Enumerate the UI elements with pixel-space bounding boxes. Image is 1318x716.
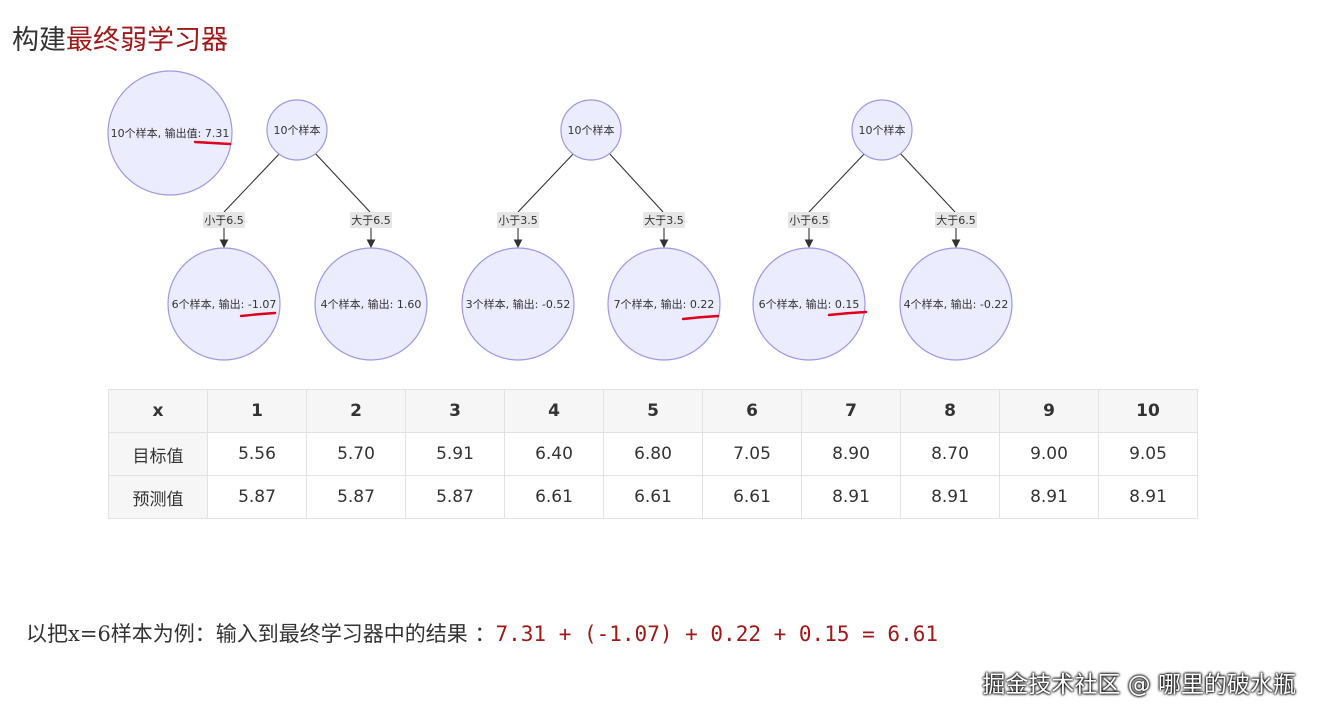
tree-3-root-label: 10个样本 xyxy=(859,123,906,137)
title-prefix: 构建 xyxy=(12,25,66,56)
table-cell: 8.91 xyxy=(900,475,1000,519)
watermark: 掘金技术社区 @ 哪里的破水瓶 xyxy=(982,672,1296,698)
table-row-label: 目标值 xyxy=(108,432,208,476)
table-header-cell: 9 xyxy=(999,389,1099,433)
formula-line: 以把x=6样本为例：输入到最终学习器中的结果 ：7.31 + (-1.07) +… xyxy=(26,618,938,648)
tree-3: 小于6.5 大于6.5 10个样本 6个样本, 输出: 0.15 4个样本, 输… xyxy=(752,99,1013,361)
tree-2-left-edge-label: 小于3.5 xyxy=(498,214,538,227)
tree-3-left-leaf-underline xyxy=(827,310,868,317)
tree-2-right-edge-label: 大于3.5 xyxy=(644,213,684,227)
table-header-cell: 5 xyxy=(603,389,703,433)
tree-2-left-leaf-label: 3个样本, 输出: -0.52 xyxy=(466,297,571,311)
table-header-cell: 7 xyxy=(801,389,901,433)
table-cell: 8.70 xyxy=(900,432,1000,476)
table-cell: 7.05 xyxy=(702,432,802,476)
tree-3-root-circle xyxy=(851,99,913,161)
tree-3-left-edge-bg xyxy=(788,212,830,228)
formula-text: 以把x=6样本为例：输入到最终学习器中的结果 ： xyxy=(26,622,496,646)
table-header-cell: 10 xyxy=(1098,389,1198,433)
table-cell: 6.40 xyxy=(504,432,604,476)
table-header-cell: 6 xyxy=(702,389,802,433)
table-cell: 8.91 xyxy=(1098,475,1198,519)
table-header-cell: 3 xyxy=(405,389,505,433)
tree-diagram: 10个样本, 输出值: 7.31 小于6.5 大于6.5 10个样本 6个样本,… xyxy=(107,70,1013,361)
table-cell: 5.87 xyxy=(405,475,505,519)
tree-2-right-line xyxy=(607,151,664,213)
tree-3-left-line xyxy=(808,151,867,213)
title-accent: 最终弱学习器 xyxy=(66,25,228,56)
tree-3-left-leaf-circle xyxy=(752,247,866,361)
table-cell: 6.61 xyxy=(504,475,604,519)
tree-3-left-leaf-label: 6个样本, 输出: 0.15 xyxy=(759,297,860,311)
table-cell: 6.61 xyxy=(603,475,703,519)
tree-2-left-line xyxy=(517,151,576,213)
table-row-label: 预测值 xyxy=(108,475,208,519)
tree-2-right-leaf-label: 7个样本, 输出: 0.22 xyxy=(614,297,715,311)
tree-1-left-edge-bg xyxy=(203,212,245,228)
initial-output-label: 10个样本, 输出值: 7.31 xyxy=(111,126,230,140)
table-header-cell: x xyxy=(108,389,208,433)
tree-1-root-label: 10个样本 xyxy=(274,123,321,137)
initial-output-node: 10个样本, 输出值: 7.31 xyxy=(107,70,233,196)
tree-3-right-leaf-label: 4个样本, 输出: -0.22 xyxy=(904,297,1009,311)
tree-2-right-leaf-underline xyxy=(681,314,720,321)
table-cell: 8.91 xyxy=(999,475,1099,519)
tree-2-root-label: 10个样本 xyxy=(568,123,615,137)
tree-1-right-leaf-circle xyxy=(314,247,428,361)
table-header-cell: 2 xyxy=(306,389,406,433)
tree-2-left-edge-bg xyxy=(497,212,539,228)
tree-3-left-edge-label: 小于6.5 xyxy=(789,214,829,227)
table-header-cell: 8 xyxy=(900,389,1000,433)
page-title: 构建最终弱学习器 xyxy=(12,18,228,57)
tree-1-right-edge-label: 大于6.5 xyxy=(351,213,391,227)
table-cell: 9.05 xyxy=(1098,432,1198,476)
table-cell: 5.87 xyxy=(207,475,307,519)
tree-2: 小于3.5 大于3.5 10个样本 3个样本, 输出: -0.52 7个样本, … xyxy=(461,99,721,361)
table-cell: 5.91 xyxy=(405,432,505,476)
tree-3-right-line xyxy=(898,151,956,213)
values-table: x 1 2 3 4 5 6 7 8 9 10 目标值 5.56 5.70 5.9… xyxy=(108,389,1198,519)
table-cell: 9.00 xyxy=(999,432,1099,476)
initial-output-underline xyxy=(193,140,232,146)
tree-3-right-leaf-circle xyxy=(899,247,1013,361)
table-cell: 5.70 xyxy=(306,432,406,476)
tree-1-root-circle xyxy=(266,99,328,161)
table-cell: 6.80 xyxy=(603,432,703,476)
table-cell: 6.61 xyxy=(702,475,802,519)
table-header-cell: 4 xyxy=(504,389,604,433)
table-header-row: x 1 2 3 4 5 6 7 8 9 10 xyxy=(108,389,1198,433)
table-cell: 5.56 xyxy=(207,432,307,476)
table-row-target: 目标值 5.56 5.70 5.91 6.40 6.80 7.05 8.90 8… xyxy=(108,432,1198,476)
tree-1: 小于6.5 大于6.5 10个样本 6个样本, 输出: -1.07 4个样本, … xyxy=(167,99,428,361)
tree-1-left-edge-label: 小于6.5 xyxy=(204,214,244,227)
tree-3-right-edge-bg xyxy=(935,212,977,228)
table-cell: 5.87 xyxy=(306,475,406,519)
tree-2-root-circle xyxy=(560,99,622,161)
tree-2-left-leaf-circle xyxy=(461,247,575,361)
tree-1-left-leaf-label: 6个样本, 输出: -1.07 xyxy=(172,297,277,311)
table-header-cell: 1 xyxy=(207,389,307,433)
tree-2-right-edge-bg xyxy=(643,212,685,228)
tree-1-left-leaf-circle xyxy=(167,247,281,361)
tree-3-right-edge-label: 大于6.5 xyxy=(936,213,976,227)
table-row-predicted: 预测值 5.87 5.87 5.87 6.61 6.61 6.61 8.91 8… xyxy=(108,475,1198,519)
tree-1-left-line xyxy=(223,151,282,213)
tree-1-right-line xyxy=(313,151,371,213)
table-cell: 8.90 xyxy=(801,432,901,476)
formula-expression: 7.31 + (-1.07) + 0.22 + 0.15 = 6.61 xyxy=(495,622,938,646)
tree-1-right-edge-bg xyxy=(350,212,392,228)
tree-1-left-leaf-underline xyxy=(239,311,277,318)
table-cell: 8.91 xyxy=(801,475,901,519)
tree-2-right-leaf-circle xyxy=(607,247,721,361)
tree-1-right-leaf-label: 4个样本, 输出: 1.60 xyxy=(321,297,422,311)
